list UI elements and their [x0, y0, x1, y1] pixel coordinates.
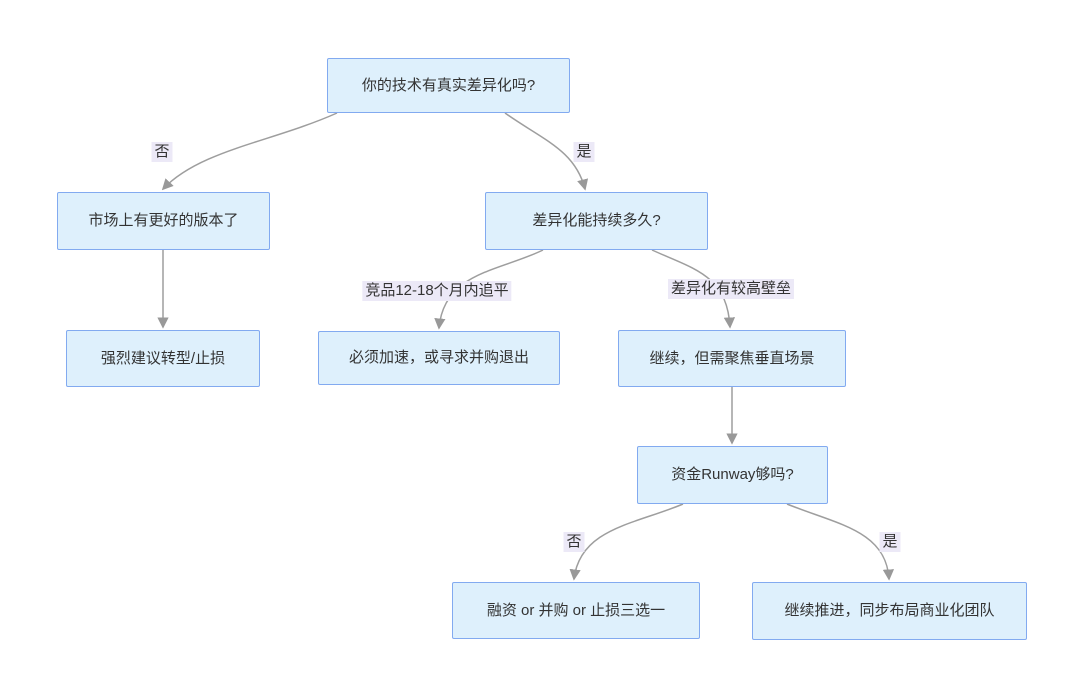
flow-node-label: 继续推进，同步布局商业化团队 [784, 602, 995, 620]
flow-edge-q-runway-to-push-commercial [786, 503, 895, 581]
flow-node-label: 资金Runway够吗? [671, 466, 794, 484]
flow-node-label: 继续，但需聚焦垂直场景 [649, 349, 815, 367]
edge-label-q-runway-to-push-commercial: 是 [879, 532, 901, 552]
flow-node-label: 必须加速，或寻求并购退出 [348, 349, 529, 367]
flow-node-pivot-stoploss: 强烈建议转型/止损 [66, 330, 260, 387]
flow-node-label: 你的技术有真实差异化吗? [361, 76, 536, 94]
flow-node-q-differentiation: 你的技术有真实差异化吗? [327, 58, 570, 113]
flow-node-label: 差异化能持续多久? [532, 212, 661, 230]
flow-node-label: 强烈建议转型/止损 [100, 349, 226, 367]
edge-label-q-duration-to-accelerate-exit: 竞品12-18个月内追平 [362, 281, 512, 301]
flow-edge-q-differentiation-to-q-duration [504, 112, 589, 191]
flow-node-better-version: 市场上有更好的版本了 [57, 192, 270, 250]
flow-node-accelerate-exit: 必须加速，或寻求并购退出 [318, 331, 560, 385]
edge-label-q-differentiation-to-q-duration: 是 [573, 142, 595, 162]
flow-node-push-commercial: 继续推进，同步布局商业化团队 [752, 582, 1027, 640]
flow-edge-q-runway-to-three-choices [569, 503, 684, 581]
edge-label-q-runway-to-three-choices: 否 [563, 532, 585, 552]
flow-node-focus-vertical: 继续，但需聚焦垂直场景 [618, 330, 846, 387]
edge-label-q-duration-to-focus-vertical: 差异化有较高壁垒 [667, 279, 795, 299]
flow-node-q-duration: 差异化能持续多久? [485, 192, 708, 250]
flow-edge-q-duration-to-focus-vertical [651, 249, 736, 329]
flow-edge-q-duration-to-accelerate-exit [434, 249, 544, 330]
flow-node-label: 市场上有更好的版本了 [88, 212, 239, 230]
flow-edge-q-differentiation-to-better-version [161, 112, 338, 191]
flow-node-q-runway: 资金Runway够吗? [637, 446, 828, 504]
edge-label-q-differentiation-to-better-version: 否 [151, 142, 173, 162]
flow-node-three-choices: 融资 or 并购 or 止损三选一 [452, 582, 700, 639]
flow-node-label: 融资 or 并购 or 止损三选一 [486, 601, 666, 619]
